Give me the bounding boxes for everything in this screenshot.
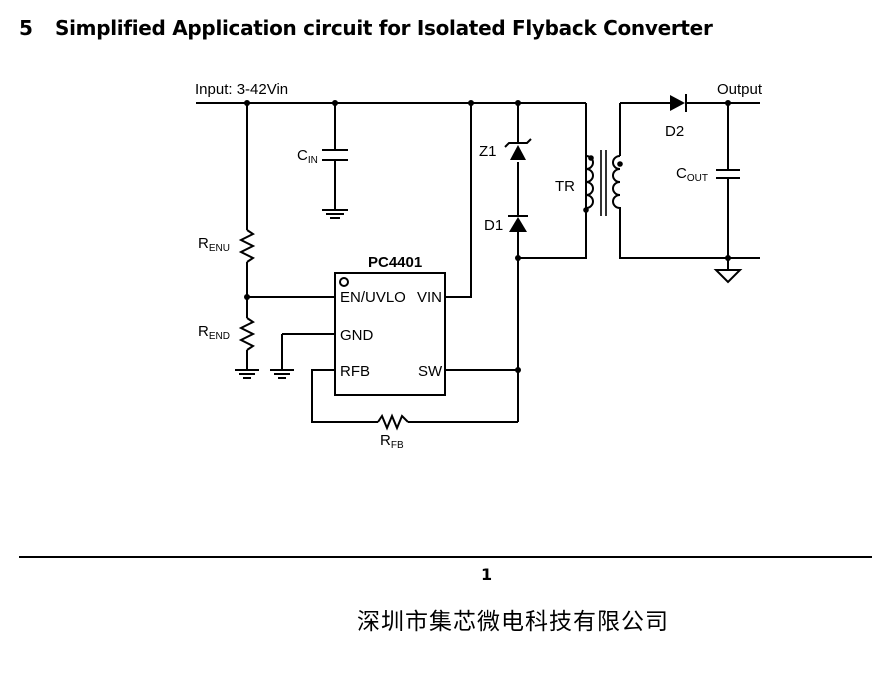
renu-resistor bbox=[238, 229, 256, 263]
section-number: 5 bbox=[19, 16, 33, 40]
junction-dots bbox=[244, 100, 731, 373]
rend-label: REND bbox=[198, 323, 230, 342]
transformer-tr bbox=[583, 150, 623, 216]
cin-label: CIN bbox=[297, 147, 318, 166]
pin-rfb: RFB bbox=[340, 363, 370, 380]
pin-vin: VIN bbox=[417, 289, 442, 306]
section-heading: 5 Simplified Application circuit for Isol… bbox=[19, 16, 713, 40]
renu-label: RENU bbox=[198, 235, 230, 254]
page-number: 1 bbox=[481, 565, 493, 584]
diode-d1 bbox=[508, 215, 528, 232]
cin-ground-icon bbox=[322, 209, 348, 219]
pin-gnd: GND bbox=[340, 327, 374, 344]
gnd-ground-icon bbox=[270, 369, 294, 379]
footer-divider bbox=[19, 556, 872, 558]
cin-capacitor bbox=[322, 149, 348, 219]
pin-en-uvlo: EN/UVLO bbox=[340, 289, 406, 306]
pin-sw: SW bbox=[418, 363, 443, 380]
section-title: Simplified Application circuit for Isola… bbox=[55, 16, 713, 40]
d2-label: D2 bbox=[665, 123, 684, 140]
rfb-label: RFB bbox=[380, 432, 404, 451]
ic-name: PC4401 bbox=[368, 254, 422, 271]
rfb-resistor bbox=[377, 413, 409, 431]
z1-label: Z1 bbox=[479, 143, 497, 160]
output-label: Output bbox=[717, 81, 763, 98]
cout-capacitor bbox=[716, 169, 740, 179]
input-label: Input: 3-42Vin bbox=[195, 81, 288, 98]
diode-d2 bbox=[670, 94, 687, 112]
d1-label: D1 bbox=[484, 217, 503, 234]
rend-ground-icon bbox=[235, 369, 259, 379]
ic-pc4401 bbox=[334, 272, 446, 396]
pin1-marker-icon bbox=[339, 277, 349, 287]
cout-label: COUT bbox=[676, 165, 708, 184]
rend-resistor bbox=[238, 317, 256, 351]
output-ground-icon bbox=[713, 269, 743, 284]
zener-z1 bbox=[504, 138, 532, 160]
company-name: 深圳市集芯微电科技有限公司 bbox=[357, 609, 669, 635]
tr-label: TR bbox=[555, 178, 575, 195]
